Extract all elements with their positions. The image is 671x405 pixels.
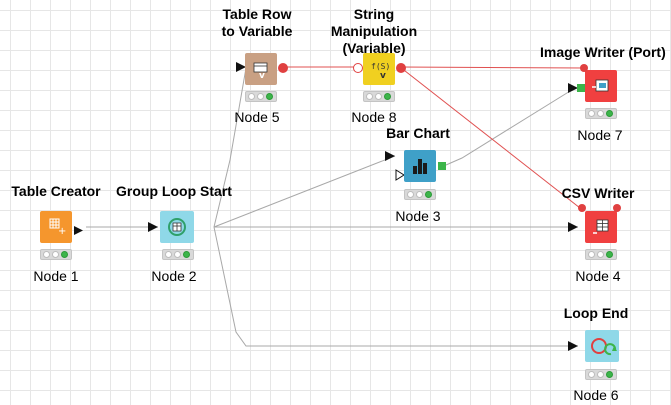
node-label[interactable]: Node 5 <box>234 109 280 125</box>
node-label[interactable]: Node 1 <box>33 268 79 284</box>
svg-text:v: v <box>380 71 386 81</box>
arrowhead <box>236 62 246 72</box>
image-writer-icon[interactable] <box>585 70 617 102</box>
status-traffic-light <box>585 249 617 260</box>
connection-node2-node5[interactable] <box>213 67 247 228</box>
node-label[interactable]: Node 7 <box>577 127 623 143</box>
node-label[interactable]: Node 4 <box>575 268 621 284</box>
svg-text:v: v <box>259 71 265 81</box>
node-label[interactable]: Node 3 <box>395 208 441 224</box>
arrowhead <box>148 222 158 232</box>
bar-chart-icon[interactable] <box>404 150 436 182</box>
variable-input-port[interactable] <box>580 64 588 72</box>
status-traffic-light <box>245 91 277 102</box>
connection-node2-node3[interactable] <box>213 155 396 228</box>
node-label[interactable]: Node 8 <box>351 109 397 125</box>
connection-node3-node7[interactable] <box>445 87 576 166</box>
arrowhead <box>568 341 578 351</box>
connection-node2-node6[interactable] <box>213 226 578 347</box>
node-title[interactable]: Loop End <box>563 305 629 321</box>
node-title[interactable]: Bar Chart <box>386 125 450 141</box>
node-title[interactable]: Image Writer (Port) <box>540 44 666 60</box>
output-port[interactable] <box>74 222 83 235</box>
node-title[interactable]: CSV Writer <box>561 185 635 201</box>
arrowhead <box>385 151 395 161</box>
variable-output-port[interactable] <box>278 63 288 73</box>
node-title[interactable]: String Manipulation (Variable) <box>330 6 418 56</box>
status-traffic-light <box>404 189 436 200</box>
loop-end-icon[interactable] <box>585 330 619 362</box>
image-output-port[interactable] <box>438 162 446 170</box>
arrowhead <box>568 222 578 232</box>
variable-output-port[interactable] <box>613 204 621 212</box>
status-traffic-light <box>162 249 194 260</box>
variable-input-port[interactable] <box>353 63 363 73</box>
status-traffic-light <box>40 249 72 260</box>
svg-text:+: + <box>58 226 66 237</box>
variable-input-port[interactable] <box>578 204 586 212</box>
node-title[interactable]: Table Creator <box>11 183 101 199</box>
node-label[interactable]: Node 6 <box>573 387 619 403</box>
node-title[interactable]: Group Loop Start <box>116 183 232 199</box>
string-manipulation-icon[interactable]: f(S) v <box>363 53 395 85</box>
status-traffic-light <box>363 91 395 102</box>
arrowhead <box>568 83 578 93</box>
node-label[interactable]: Node 2 <box>151 268 197 284</box>
table-creator-icon[interactable]: + <box>40 211 72 243</box>
variable-connection-node8-node7[interactable] <box>399 66 586 69</box>
image-port-input <box>395 169 405 181</box>
variable-output-port[interactable] <box>396 63 406 73</box>
csv-writer-icon[interactable] <box>585 211 617 243</box>
table-row-to-variable-icon[interactable]: v <box>245 53 277 85</box>
node-title[interactable]: Table Row to Variable <box>221 6 293 39</box>
loop-start-icon[interactable] <box>160 211 194 243</box>
status-traffic-light <box>585 369 617 380</box>
svg-text:f(S): f(S) <box>371 62 390 71</box>
variable-connection-node8-node4[interactable] <box>399 66 581 209</box>
status-traffic-light <box>585 108 617 119</box>
image-input-port[interactable] <box>577 84 585 92</box>
